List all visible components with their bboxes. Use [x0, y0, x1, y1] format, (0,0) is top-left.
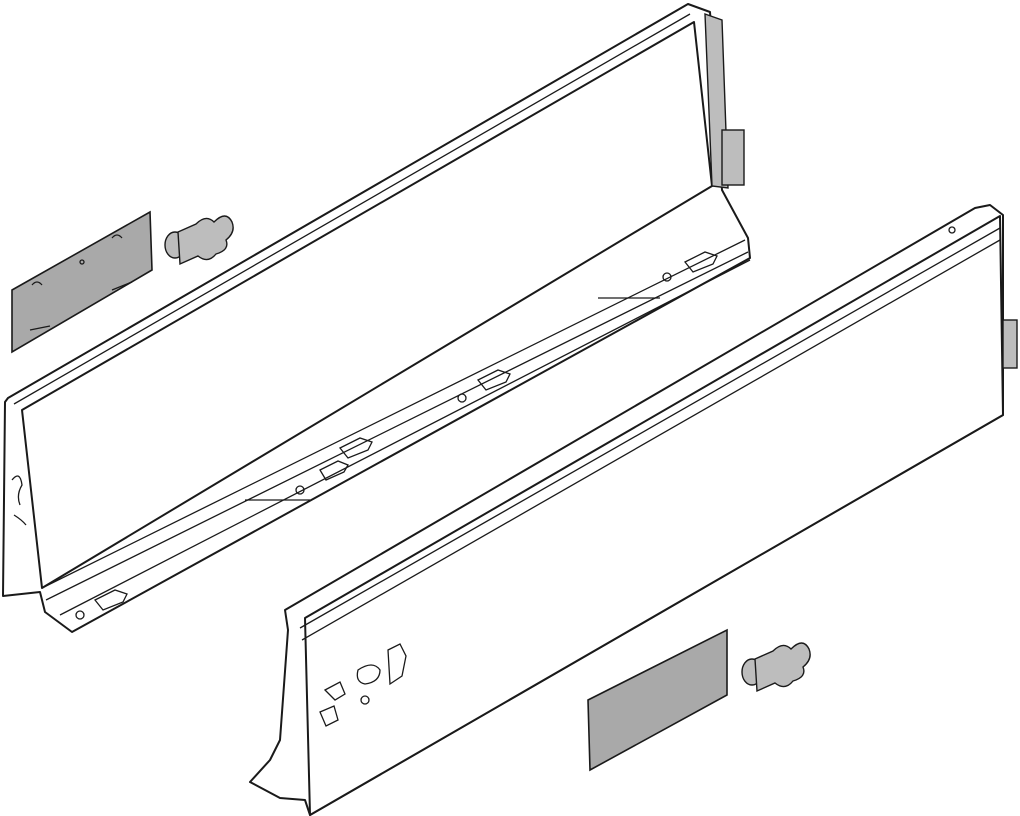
connector-right: [741, 642, 811, 693]
back-drawer-side: [2, 3, 751, 633]
connector-left: [164, 215, 234, 266]
front-drawer-side: [249, 204, 1018, 816]
cover-plate-left: [11, 210, 153, 354]
cover-plate-right: [587, 628, 728, 772]
front-side-face: [304, 215, 1004, 816]
back-side-clip: [721, 129, 745, 186]
front-side-clip: [1002, 319, 1018, 369]
cover-plate-left-markings: [29, 234, 133, 331]
